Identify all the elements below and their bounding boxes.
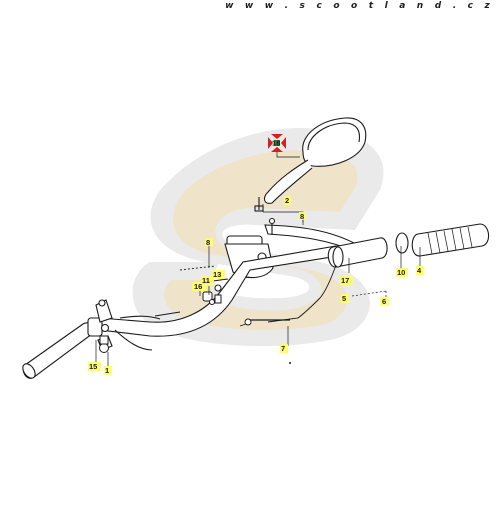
mirror	[254, 117, 367, 212]
small-parts	[99, 284, 222, 353]
left-grip	[22, 317, 103, 379]
callout-8: 8	[300, 212, 304, 221]
site-url-text: w w w . s c o o t l a n d . c z	[225, 1, 494, 11]
mirror-marker-icon	[268, 134, 286, 152]
callout-labels: 18 2 8 8 13 11 16 17 5 6 10 4 7 15 1	[89, 139, 422, 376]
watermark-logo	[132, 128, 384, 347]
throttle-cable	[267, 264, 337, 323]
callout-6: 6	[382, 297, 386, 306]
callout-11: 11	[202, 276, 210, 285]
throttle-grip	[327, 223, 490, 268]
callout-18: 18	[272, 139, 280, 148]
callout-7: 7	[281, 344, 285, 353]
callout-16: 16	[194, 282, 202, 291]
right-grip	[411, 223, 490, 257]
watermark-logo-inner	[164, 150, 358, 330]
callout-15: 15	[89, 362, 97, 371]
callout-13: 13	[213, 270, 221, 279]
mirror-stem	[263, 159, 313, 204]
callout-8: 8	[206, 238, 210, 247]
callout-1: 1	[105, 366, 109, 375]
callout-17: 17	[341, 276, 349, 285]
callout-10: 10	[397, 268, 405, 277]
callout-2: 2	[285, 196, 289, 205]
callout-highlights	[88, 196, 424, 375]
callout-4: 4	[417, 266, 422, 275]
callout-7-dot	[289, 362, 291, 364]
callout-5: 5	[342, 294, 346, 303]
washer	[395, 232, 409, 254]
